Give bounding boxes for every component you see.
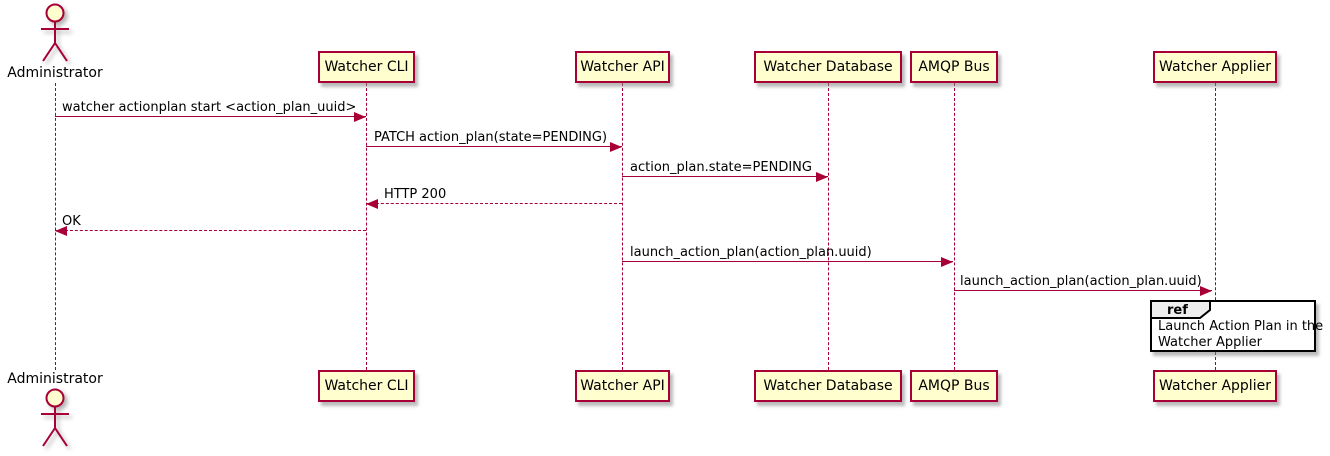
message-4-label: HTTP 200: [384, 187, 447, 202]
message-6-label: launch_action_plan(action_plan.uuid): [630, 245, 872, 260]
actor-label-top: Administrator: [7, 65, 103, 81]
lifeline-watcher-cli: [366, 83, 367, 370]
participant-amqp-bus-top: AMQP Bus: [910, 51, 998, 83]
ref-body: Launch Action Plan in the Watcher Applie…: [1158, 319, 1323, 351]
participant-watcher-api-bottom: Watcher API: [575, 370, 670, 402]
message-3-arrowhead: [816, 172, 828, 182]
message-6-line: [622, 261, 953, 262]
message-7-label: launch_action_plan(action_plan.uuid): [960, 274, 1202, 289]
participant-watcher-api-top: Watcher API: [575, 51, 670, 83]
message-2-label: PATCH action_plan(state=PENDING): [374, 130, 608, 145]
lifeline-watcher-applier: [1215, 83, 1216, 370]
participant-watcher-database-bottom: Watcher Database: [754, 370, 902, 402]
lifeline-amqp-bus: [954, 83, 955, 370]
ref-header-pentagon: ref: [1150, 300, 1211, 319]
lifeline-watcher-api: [622, 83, 623, 370]
participant-watcher-cli-top: Watcher CLI: [318, 51, 415, 83]
actor-label-bottom: Administrator: [7, 371, 103, 387]
ref-body-line-1: Launch Action Plan in the: [1158, 319, 1324, 334]
message-5-line: [55, 230, 366, 231]
message-5-arrowhead: [55, 226, 67, 236]
message-3-line: [622, 176, 828, 177]
participant-watcher-applier-bottom: Watcher Applier: [1153, 370, 1277, 402]
message-4-line: [366, 203, 622, 204]
participant-watcher-applier-top: Watcher Applier: [1153, 51, 1277, 83]
actor-icon: [41, 3, 69, 62]
participant-watcher-database-top: Watcher Database: [754, 51, 902, 83]
message-1-arrowhead: [354, 112, 366, 122]
ref-fragment: ref Launch Action Plan in the Watcher Ap…: [1150, 300, 1323, 352]
message-2-line: [366, 146, 622, 147]
message-7-arrowhead: [1200, 286, 1212, 296]
message-7-line: [954, 290, 1212, 291]
ref-body-line-2: Watcher Applier: [1158, 335, 1262, 350]
lifeline-watcher-database: [828, 83, 829, 370]
message-5-label: OK: [62, 214, 81, 229]
actor-icon: [41, 388, 69, 447]
message-3-label: action_plan.state=PENDING: [630, 160, 812, 175]
message-1-line: [55, 116, 366, 117]
message-1-label: watcher actionplan start <action_plan_uu…: [62, 100, 357, 115]
ref-keyword: ref: [1167, 303, 1188, 318]
message-4-arrowhead: [366, 199, 378, 209]
message-6-arrowhead: [941, 257, 953, 267]
participant-amqp-bus-bottom: AMQP Bus: [910, 370, 998, 402]
participant-watcher-cli-bottom: Watcher CLI: [318, 370, 415, 402]
message-2-arrowhead: [610, 142, 622, 152]
